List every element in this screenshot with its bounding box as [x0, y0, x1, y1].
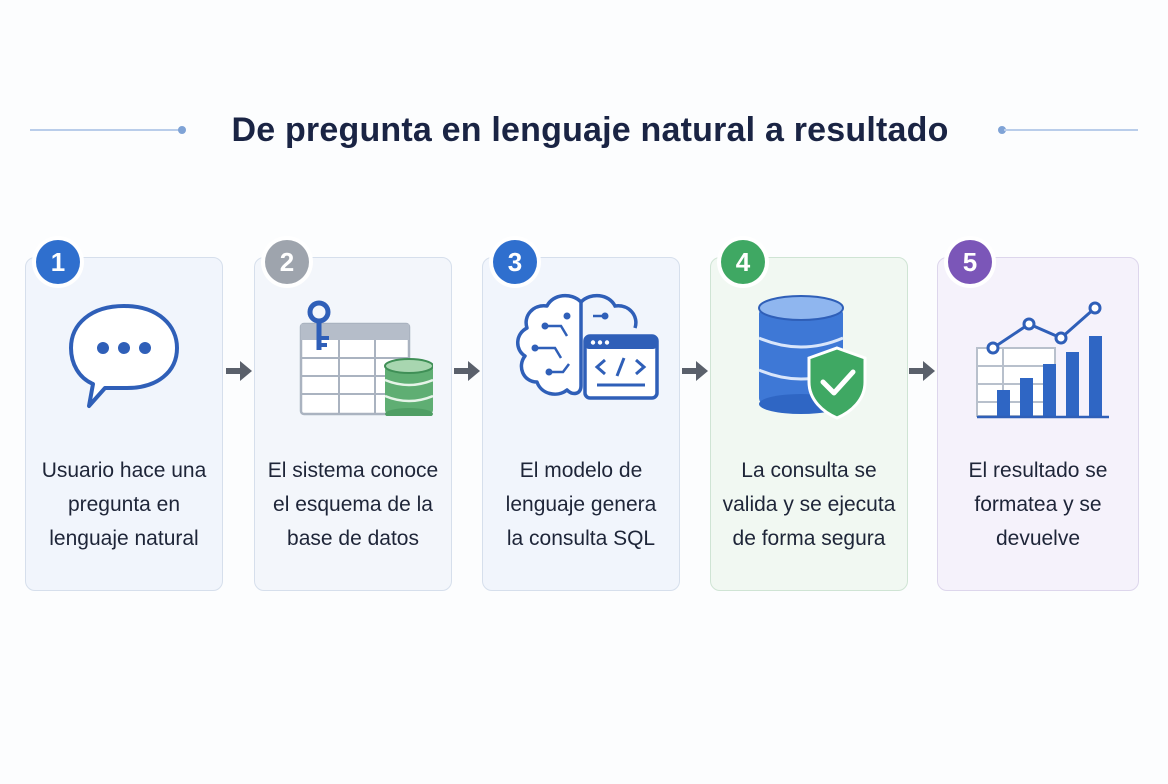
title-line-right [1004, 129, 1138, 131]
arrow-3-4 [682, 361, 708, 381]
step-5-art [938, 286, 1138, 436]
step-4-line-2: valida y se ejecuta [722, 493, 896, 516]
step-badge-3: 3 [493, 240, 537, 284]
step-badge-4: 4 [721, 240, 765, 284]
step-2-line-2: el esquema de la [273, 493, 433, 516]
step-card-5: El resultado se formatea y se devuelve [937, 257, 1139, 591]
step-4-line-1: La consulta se [741, 459, 877, 482]
step-2-art [255, 286, 451, 436]
arrow-4-5 [909, 361, 935, 381]
database-schema-icon [299, 300, 433, 416]
title-line-left [30, 129, 180, 131]
step-badge-1: 1 [36, 240, 80, 284]
step-1-label: Usuario hace una pregunta en lenguaje na… [34, 454, 214, 556]
bar-chart-icon [976, 301, 1109, 419]
diagram-title: De pregunta en lenguaje natural a result… [231, 111, 949, 149]
arrow-1-2 [226, 361, 252, 381]
step-badge-2: 2 [265, 240, 309, 284]
step-5-label: El resultado se formatea y se devuelve [946, 454, 1130, 556]
chat-bubble-icon [69, 304, 179, 408]
step-4-line-3: de forma segura [732, 527, 886, 550]
title-dot-right [998, 126, 1006, 134]
step-3-label: El modelo de lenguaje genera la consulta… [491, 454, 671, 556]
step-1-line-1: Usuario hace una [41, 459, 207, 482]
step-card-4: La consulta se valida y se ejecuta de fo… [710, 257, 908, 591]
step-1-line-2: pregunta en [67, 493, 181, 516]
step-5-line-3: devuelve [995, 527, 1081, 550]
brain-code-icon [516, 293, 659, 400]
step-card-1: Usuario hace una pregunta en lenguaje na… [25, 257, 223, 591]
database-shield-icon [758, 295, 867, 420]
step-3-art [483, 286, 679, 436]
step-3-line-2: lenguaje genera [505, 493, 657, 516]
step-1-line-3: lenguaje natural [49, 527, 199, 550]
step-2-label: El sistema conoce el esquema de la base … [263, 454, 443, 556]
step-1-art [26, 286, 222, 436]
step-card-3: El modelo de lenguaje genera la consulta… [482, 257, 680, 591]
step-4-art [711, 286, 907, 436]
step-card-2: El sistema conoce el esquema de la base … [254, 257, 452, 591]
title-row: De pregunta en lenguaje natural a result… [0, 104, 1168, 156]
step-2-line-1: El sistema conoce [267, 459, 439, 482]
step-3-line-1: El modelo de [519, 459, 643, 482]
step-5-line-2: formatea y se [974, 493, 1102, 516]
step-4-label: La consulta se valida y se ejecuta de fo… [719, 454, 899, 556]
title-dot-left [178, 126, 186, 134]
step-3-line-3: la consulta SQL [506, 527, 656, 550]
step-badge-5: 5 [948, 240, 992, 284]
step-2-line-3: base de datos [287, 527, 419, 550]
arrow-2-3 [454, 361, 480, 381]
step-5-line-1: El resultado se [968, 459, 1108, 482]
